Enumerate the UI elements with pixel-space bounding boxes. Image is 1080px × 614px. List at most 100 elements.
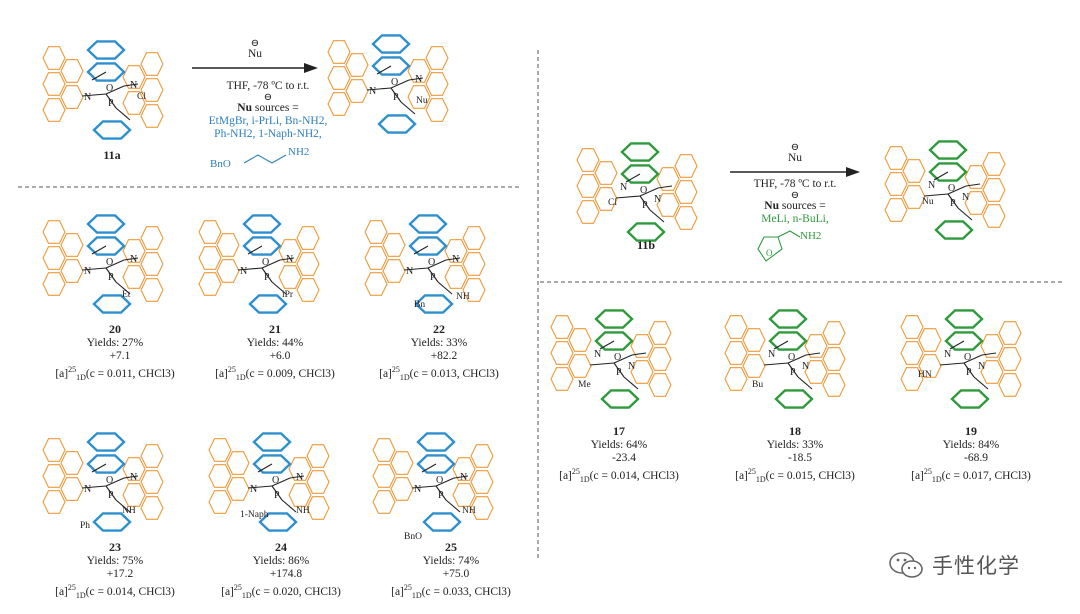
compound-label: 22 [433,322,445,336]
svg-text:O: O [948,183,955,194]
conditions-text: (c = 0.011, CHCl3) [85,367,175,380]
substituent-22: NH [456,292,470,302]
rotation-conditions: [a]251D(c = 0.011, CHCl3) [40,363,190,384]
conditions-text: (c = 0.009, CHCl3) [245,367,335,380]
compound-label: 23 [109,540,121,554]
substituent-18: Bu [752,380,764,390]
rotation-prefix: [a] [559,469,572,482]
conditions-left: THF, -78 ºC to r.t. ⊖ Nu sources = EtMgB… [208,80,328,140]
svg-text:P: P [274,490,280,501]
svg-text:N: N [84,266,91,277]
conditions-text: (c = 0.014, CHCl3) [589,469,679,482]
rotation-sub: 1D [241,591,252,601]
benzyloxyethylamine-structure: BnO NH2 [210,146,309,170]
furfurylamine-structure: O NH2 [757,230,821,262]
svg-text:O: O [262,257,269,268]
rotation-sup: 25 [68,365,77,374]
amine-group-23: Ph [80,521,91,531]
rotation-sub: 1D [75,591,86,601]
compound-label: 19 [965,424,977,438]
rotation-sub: 1D [235,373,246,383]
svg-text:NH2: NH2 [288,146,309,158]
svg-text:P: P [108,272,114,283]
svg-text:O: O [614,352,621,363]
svg-text:O: O [640,185,647,196]
svg-text:N: N [286,254,293,265]
svg-text:P: P [393,92,399,103]
svg-text:N: N [460,472,467,483]
svg-text:P: P [264,272,270,283]
substituent-20: Et [122,290,131,300]
svg-text:N: N [369,86,376,97]
svg-text:O: O [106,257,113,268]
svg-text:N: N [414,484,421,495]
svg-text:N: N [628,361,635,372]
rotation-conditions: [a]251D(c = 0.033, CHCl3) [376,581,526,602]
svg-text:O: O [106,83,113,94]
rotation-sup: 25 [391,365,400,374]
amine-group-24: 1-Naph [240,510,269,520]
rotation-sup: 25 [571,467,580,476]
svg-text:BnO: BnO [210,158,231,170]
svg-text:N: N [415,74,422,85]
rotation-sub: 1D [76,373,86,383]
conditions-text: (c = 0.015, CHCl3) [765,469,855,482]
rotation-sub: 1D [755,475,766,485]
conditions-right: THF, -78 ºC to r.t. ⊖ Nu sources = MeLi,… [753,178,837,225]
rotation-conditions: [a]251D(c = 0.014, CHCl3) [544,465,694,486]
svg-text:N: N [654,194,661,205]
molecule-20: N OP N [42,214,164,314]
rotation-conditions: [a]251D(c = 0.013, CHCl3) [364,363,514,384]
rotation-sup: 25 [403,583,412,592]
rotation-prefix: [a] [735,469,748,482]
rotation-value: +6.0 [269,350,291,362]
rotation-sub: 1D [931,475,942,485]
amine-group-25: BnO [404,532,422,542]
substituent-19: HN [918,370,932,380]
svg-text:O: O [964,352,971,363]
conditions-text: (c = 0.020, CHCl3) [251,585,341,598]
svg-text:P: P [790,367,796,378]
watermark: 手性化学 [888,550,1020,580]
start-subst-11b: Cl [608,198,617,208]
rotation-sub: 1D [399,373,410,383]
svg-text:O: O [106,475,113,486]
compound-label: 21 [269,322,281,336]
svg-text:O: O [391,77,398,88]
rotation-sup: 25 [67,583,76,592]
svg-text:O: O [428,257,435,268]
svg-text:P: P [430,272,436,283]
rotation-prefix: [a] [215,367,228,380]
conditions-text: (c = 0.014, CHCl3) [85,585,175,598]
svg-text:N: N [962,192,969,203]
substituent-17: Me [578,380,591,390]
svg-text:N: N [944,349,951,360]
svg-text:N: N [240,266,247,277]
yield-text: Yields: 75% [86,555,144,567]
compound-label-11b: 11b [636,238,655,252]
product-subst-right: Nu [922,197,934,207]
rotation-value: -18.5 [788,452,812,464]
rotation-sup: 25 [923,467,932,476]
svg-text:O: O [272,475,279,486]
rotation-sup: 25 [747,467,756,476]
svg-text:N: N [594,349,601,360]
compound-label: 24 [275,540,287,554]
svg-text:N: N [130,254,137,265]
yield-text: Yields: 84% [942,439,1000,451]
nucleophile-reagent-right: ⊖ Nu [787,142,803,165]
yield-text: Yields: 27% [86,337,144,349]
conditions-text: (c = 0.017, CHCl3) [941,469,1031,482]
svg-text:N: N [296,472,303,483]
svg-text:N: N [620,182,627,193]
